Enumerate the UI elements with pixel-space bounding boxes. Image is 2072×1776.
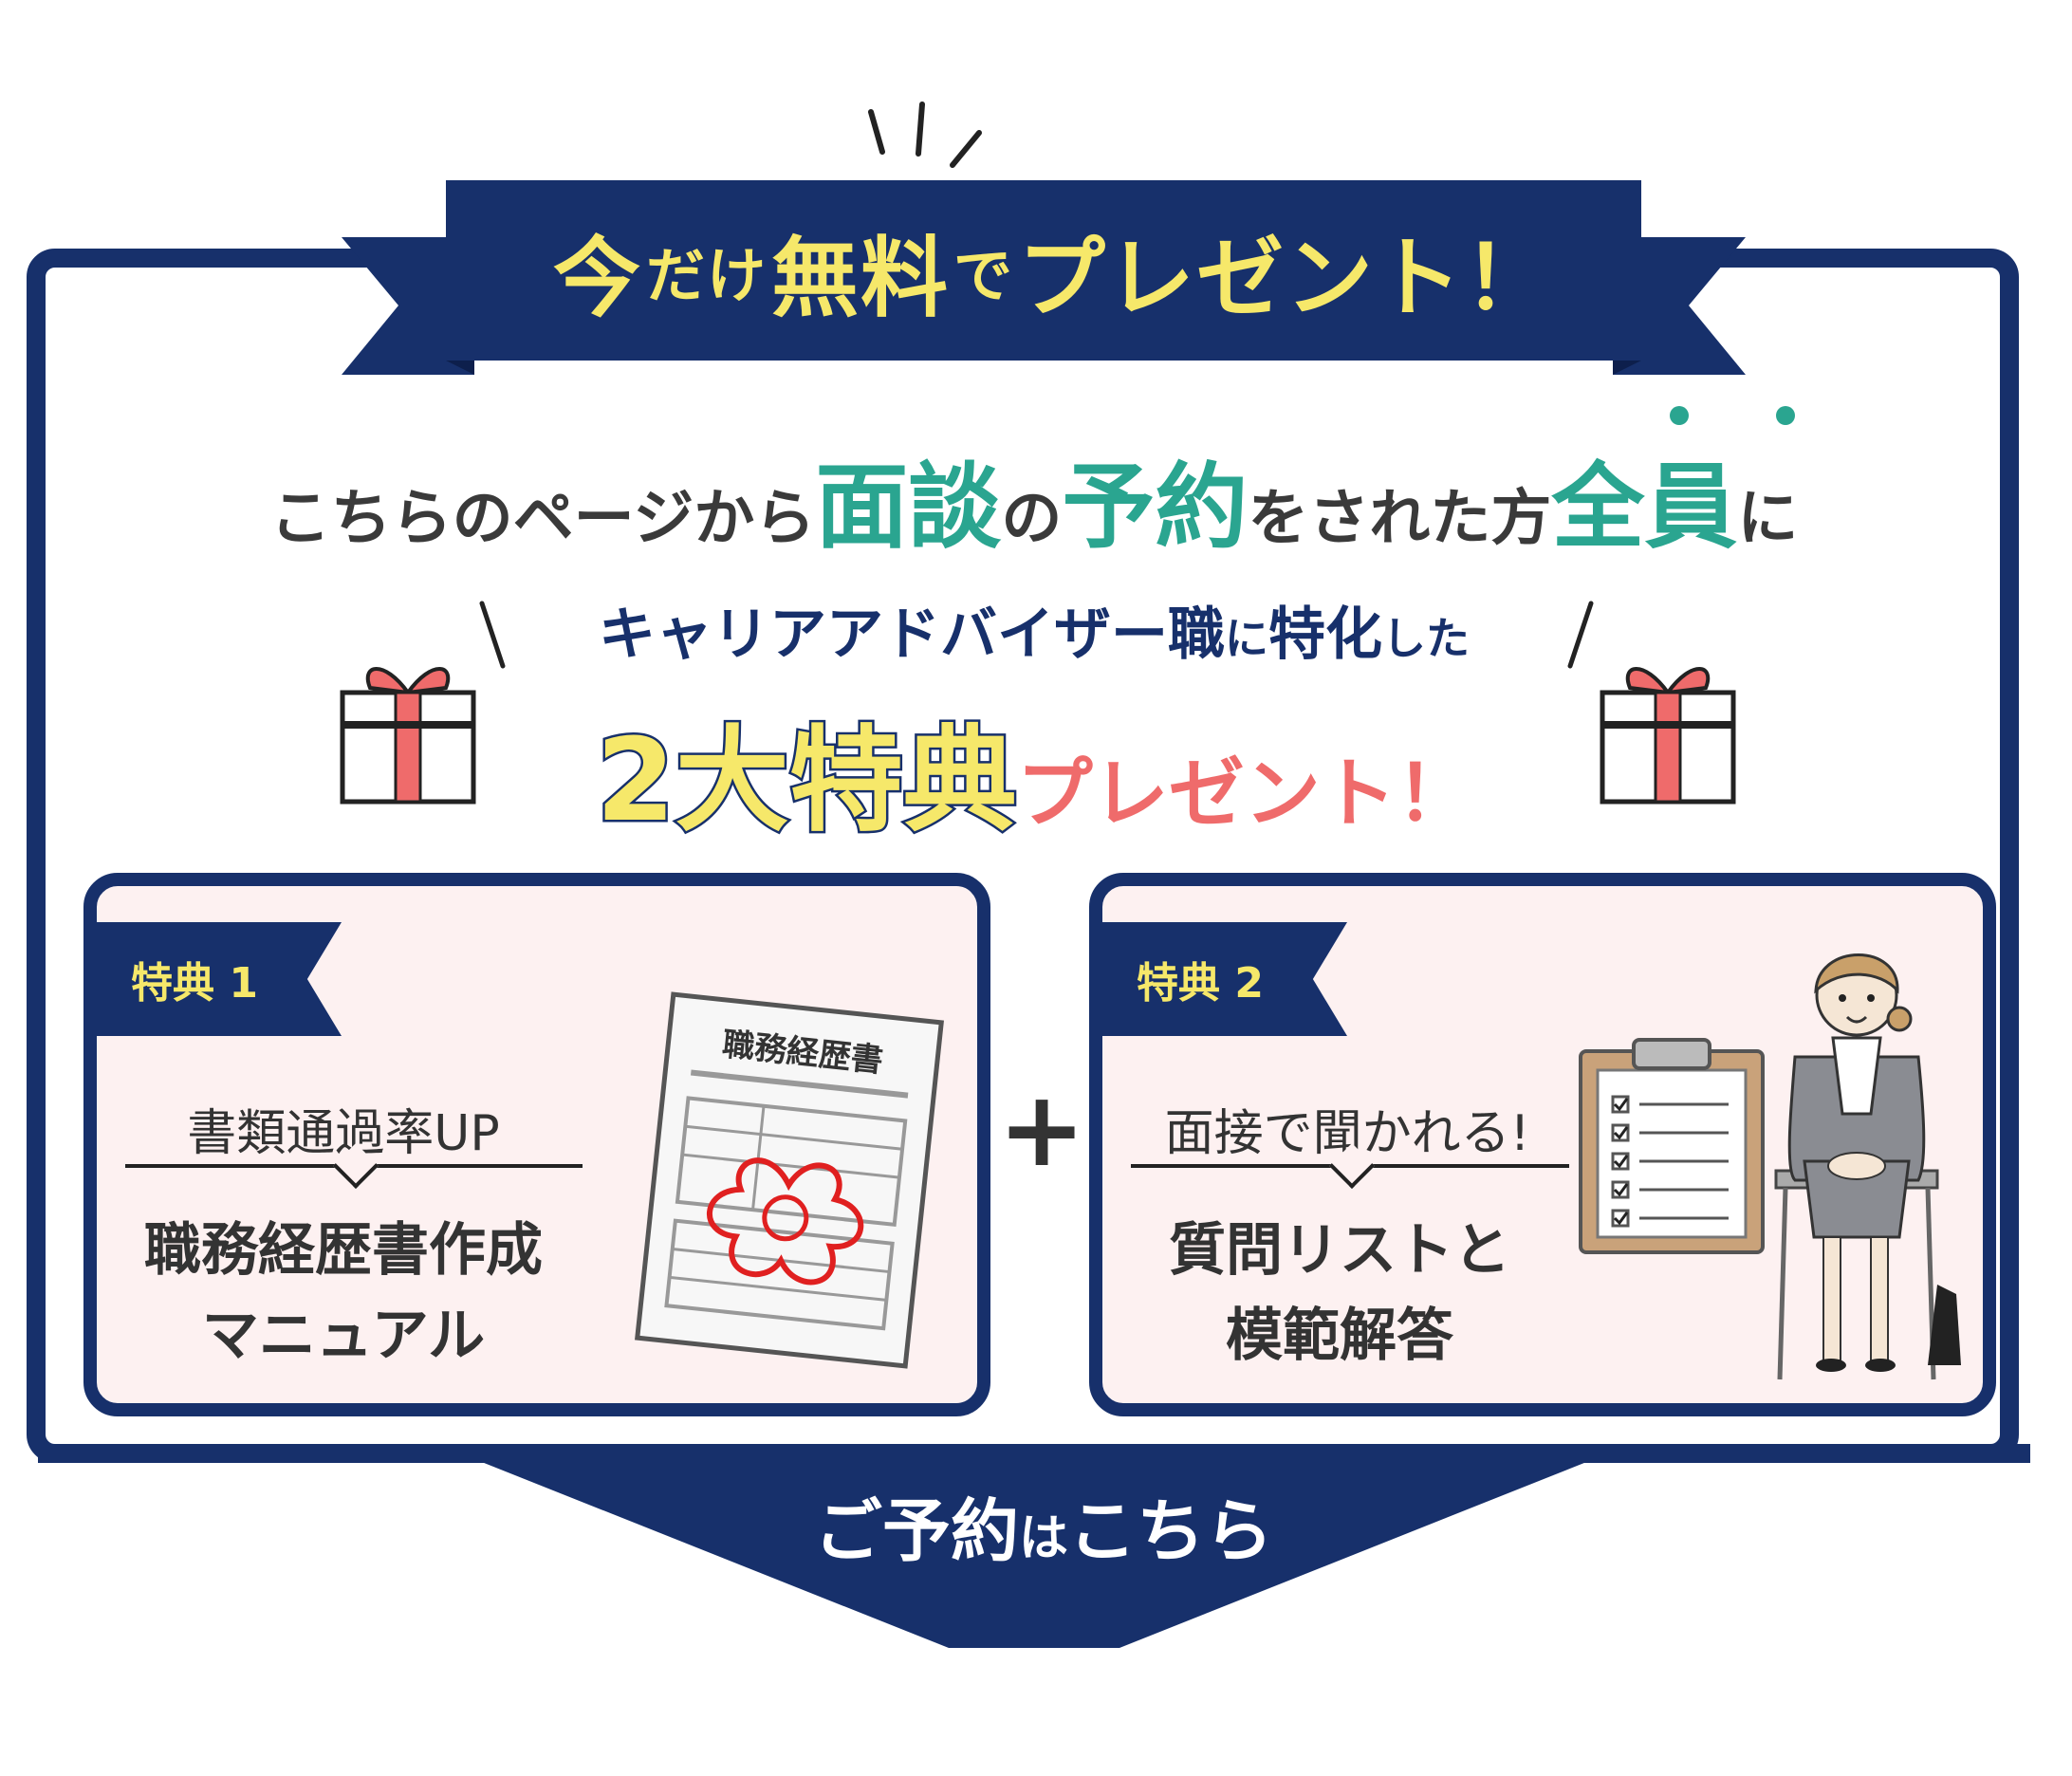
sub-text-role: キャリアアドバイザー職 [599, 601, 1225, 668]
lead-highlight-interview: 面談 [815, 453, 1002, 562]
sparkle-lines [868, 102, 982, 168]
gift-icon [1600, 667, 1736, 805]
benefit-1-title-line2: マニュアル [201, 1303, 486, 1369]
benefit-2-title-line1: 質問リストと [1169, 1217, 1510, 1284]
document-icon: 職務経歴書 [634, 991, 944, 1369]
banner-headline: 今 だけ 無料 で プレゼント！ [446, 176, 1660, 365]
banner-text-only: だけ [645, 241, 768, 310]
lead-highlight-everyone: 全員 [1551, 453, 1738, 562]
benefit-2-title-line2: 模範解答 [1226, 1303, 1453, 1369]
subheading: キャリアアドバイザー職 に 特化 した [493, 588, 1575, 693]
banner-text-now: 今 [552, 227, 642, 329]
cta-text-here[interactable]: こちら [1068, 1491, 1274, 1571]
sub-text-special: 特化 [1268, 601, 1382, 668]
ribbon-banner [342, 180, 1746, 375]
reserve-cta[interactable]: ご予約 は こちら [664, 1475, 1423, 1580]
emphasis-dot [1776, 406, 1795, 425]
lead-highlight-reservation: 予約 [1062, 453, 1249, 562]
benefit-1-title-line1: 職務経歴書作成 [144, 1217, 543, 1284]
lead-sentence: こちらのページから 面談 の 予約 をされた方 全員 に [142, 432, 1926, 583]
cta-text-reservation[interactable]: ご予約 [813, 1491, 1019, 1571]
slash-left [479, 601, 506, 669]
cta-text-ha[interactable]: は [1018, 1510, 1068, 1567]
banner-text-free: 無料 [770, 227, 950, 329]
gift-icon [340, 667, 476, 805]
main-title-two-benefits: 2大特典 [594, 713, 1019, 850]
main-title: 2大特典 プレゼント！ [512, 688, 1556, 850]
plus-icon: + [998, 1068, 1086, 1190]
benefit-tag-1: 特典 1 [97, 922, 342, 1036]
lead-text: こちらのページから [269, 484, 816, 554]
lead-text: に [1737, 484, 1799, 554]
benefit-1-caption: 書類通過率UP [187, 1105, 500, 1162]
banner-text-present: プレゼント！ [1018, 227, 1554, 329]
main-title-present: プレゼント！ [1016, 749, 1472, 838]
lead-text: をされた方 [1248, 484, 1552, 554]
banner-text-de: で [953, 241, 1015, 310]
sub-text: に [1225, 613, 1268, 664]
businesswoman-illustration [1774, 953, 1961, 1380]
reserve-arrow-button[interactable] [38, 1444, 2030, 1653]
lead-text: の [1001, 484, 1063, 554]
clipboard-checklist-icon [1579, 1038, 1765, 1254]
benefit-tag-2: 特典 2 [1102, 922, 1347, 1036]
slash-right [1567, 601, 1594, 669]
emphasis-dot [1670, 406, 1689, 425]
benefit-card-2: 特典 2 面接で聞かれる! 質問リストと 模範解答 [1089, 873, 1996, 1416]
benefit-card-1: 特典 1 書類通過率UP 職務経歴書作成 マニュアル 職務経歴書 [83, 873, 990, 1416]
sub-text: した [1382, 613, 1470, 664]
